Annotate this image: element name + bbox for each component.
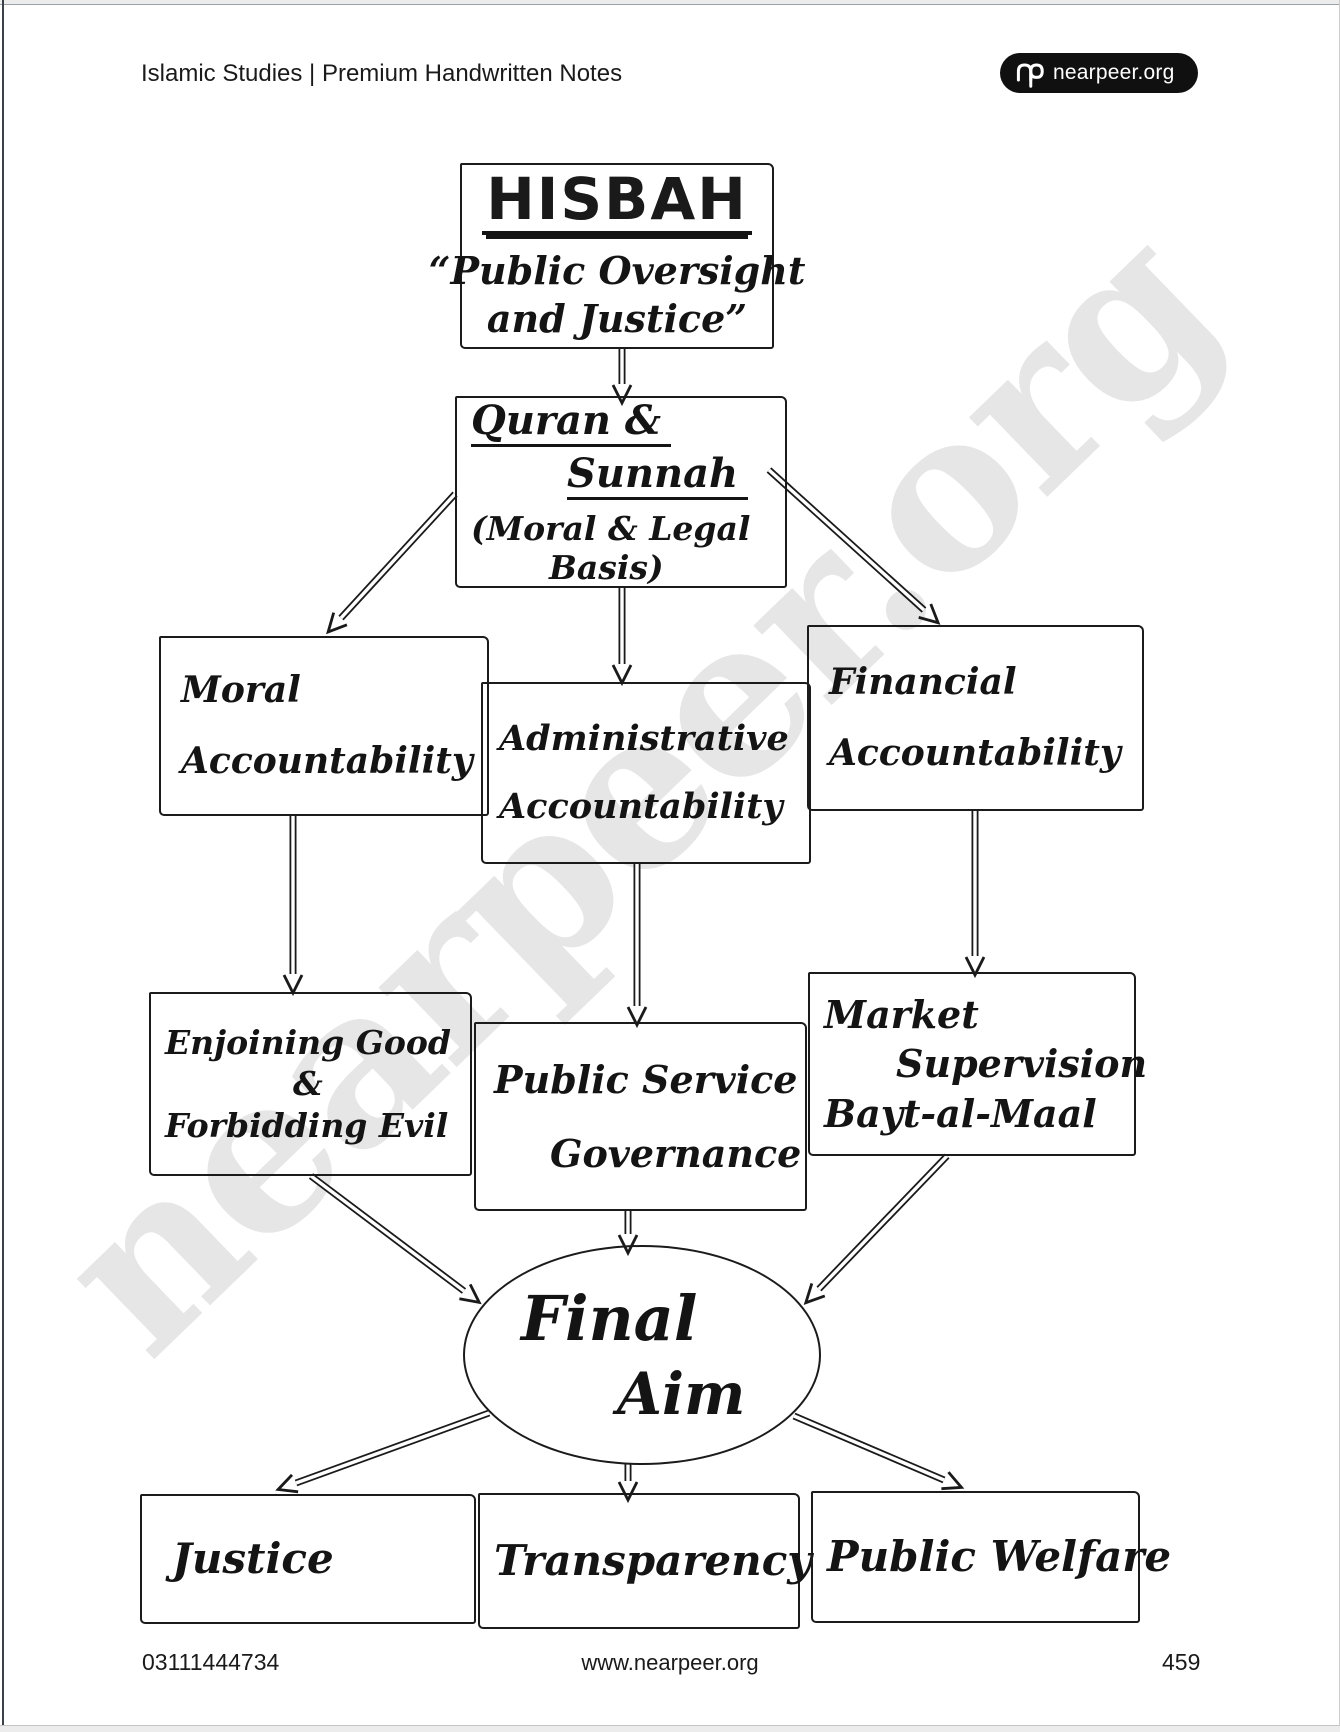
public-service-line1: Public Service (494, 1057, 798, 1102)
hisbah-title: HISBAH (482, 170, 752, 235)
node-moral-accountability: Moral Accountability (159, 636, 489, 816)
node-public-welfare: Public Welfare (811, 1491, 1172, 1623)
administrative-line1: Administrative (499, 718, 789, 760)
footer-website: www.nearpeer.org (581, 1650, 759, 1675)
node-financial-accountability: Financial Accountability (807, 625, 1144, 811)
hisbah-subtitle-line2: and Justice” (486, 295, 748, 341)
footer-page-number: 459 (1162, 1649, 1201, 1675)
moral-line2: Accountability (181, 740, 473, 782)
node-market-supervision: Market Supervision Bayt-al-Maal (808, 972, 1148, 1156)
justice-label: Justice (172, 1533, 334, 1583)
hisbah-subtitle-line1: “Public Oversight (428, 248, 806, 293)
arrow-enjoining-to-final-aim (308, 1173, 482, 1305)
node-transparency: Transparency (478, 1493, 812, 1629)
footer-phone: 03111444734 (142, 1649, 280, 1675)
enjoining-line2: & (293, 1064, 323, 1104)
node-public-service-governance: Public Service Governance (474, 1022, 807, 1211)
quran-line2: Sunnah (567, 451, 749, 500)
arrow-final-aim-to-public-welfare (792, 1412, 965, 1491)
node-justice: Justice (140, 1494, 476, 1624)
transparency-label: Transparency (494, 1535, 812, 1585)
market-line2: Supervision (896, 1041, 1148, 1087)
page-top-edge (0, 0, 1340, 5)
market-line1: Market (824, 991, 979, 1037)
node-quran-sunnah: Quran & Sunnah (Moral & Legal Basis) (455, 396, 787, 588)
quran-line1: Quran & (471, 398, 672, 447)
page-bottom-edge (0, 1725, 1340, 1732)
financial-line1: Financial (829, 661, 1017, 703)
enjoining-line3: Forbidding Evil (165, 1105, 449, 1145)
logo-text: nearpeer.org (1053, 61, 1175, 84)
quran-line4: Basis) (549, 547, 664, 587)
arrow-market-to-final-aim (803, 1153, 950, 1305)
quran-line3: (Moral & Legal (471, 508, 751, 548)
node-enjoining-good-forbidding-evil: Enjoining Good & Forbidding Evil (149, 992, 472, 1176)
nearpeer-logo: nearpeer.org (1000, 53, 1198, 93)
nearpeer-monogram-icon (1016, 63, 1044, 88)
node-final-aim: Final Aim (463, 1245, 821, 1465)
arrow-quran-to-moral (326, 491, 458, 635)
final-aim-line1: Final (521, 1282, 698, 1355)
final-aim-line2: Aim (617, 1359, 746, 1428)
page-left-edge (2, 0, 4, 1732)
node-hisbah: HISBAH “Public Oversight and Justice” (429, 163, 805, 349)
header-title: Islamic Studies | Premium Handwritten No… (141, 60, 623, 87)
arrow-quran-to-financial (766, 467, 941, 625)
administrative-line2: Accountability (499, 786, 783, 827)
market-line3: Bayt-al-Maal (824, 1090, 1097, 1136)
node-administrative-accountability: Administrative Accountability (481, 682, 811, 864)
arrow-final-aim-to-justice (275, 1409, 491, 1494)
financial-line2: Accountability (829, 732, 1121, 774)
public-welfare-label: Public Welfare (827, 1531, 1172, 1581)
public-service-line2: Governance (550, 1130, 802, 1176)
enjoining-line1: Enjoining Good (165, 1023, 451, 1063)
moral-line1: Moral (181, 669, 301, 711)
